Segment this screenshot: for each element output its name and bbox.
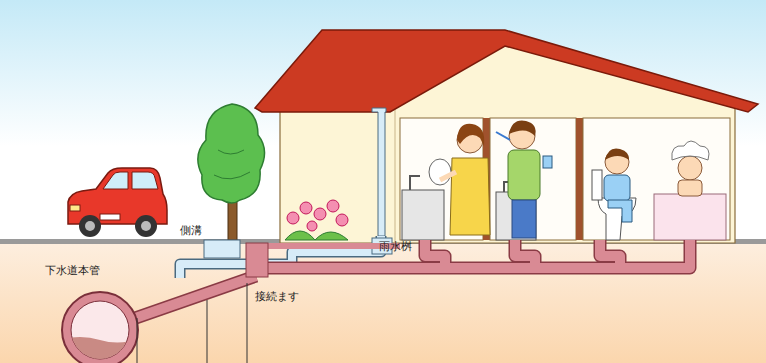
hair — [457, 124, 484, 146]
room — [490, 118, 576, 240]
house — [255, 30, 758, 243]
apron — [450, 158, 490, 235]
tree-canopy — [198, 104, 265, 203]
flower — [300, 202, 312, 214]
flower — [336, 214, 348, 226]
flower — [314, 208, 326, 220]
downspout — [372, 108, 386, 236]
room-divider — [576, 118, 583, 240]
part-label: 下水道本管 — [45, 264, 100, 277]
kitchen-sink — [402, 190, 444, 240]
part-label: 側溝 — [180, 224, 202, 237]
roof — [255, 30, 758, 112]
car-hub — [85, 221, 95, 231]
car-wheel — [79, 215, 101, 237]
leaves — [285, 231, 348, 240]
tree-detail — [214, 150, 250, 179]
flowers — [285, 200, 348, 240]
leader-line — [137, 318, 138, 363]
head — [678, 156, 702, 180]
connection-box — [246, 243, 268, 277]
arm — [440, 172, 456, 180]
shirt — [508, 150, 540, 200]
toilet-tank — [592, 170, 602, 200]
sewage — [60, 337, 140, 363]
sewage-pipes — [60, 240, 690, 363]
faucet — [410, 176, 420, 190]
shirt — [604, 175, 630, 201]
car-light — [70, 205, 80, 211]
house-corner — [395, 108, 396, 243]
flower — [287, 212, 299, 224]
cup — [543, 156, 552, 168]
toilet — [598, 198, 636, 240]
room — [583, 118, 730, 240]
car-window — [103, 172, 128, 189]
sewage-pipe-outline — [124, 240, 690, 322]
people — [429, 121, 709, 238]
shampoo-foam — [672, 141, 709, 160]
legs — [608, 200, 632, 222]
flower — [307, 221, 317, 231]
hair — [509, 121, 536, 136]
car-wheel — [135, 215, 157, 237]
toothbrush — [496, 132, 510, 140]
leader-line — [247, 283, 248, 363]
body — [678, 180, 702, 196]
sky — [0, 0, 766, 244]
car-window — [132, 172, 158, 189]
part-label: 接続ます — [255, 290, 299, 303]
bathtub — [654, 194, 726, 240]
part-label: 雨水桝 — [379, 240, 412, 253]
leader-line — [207, 300, 208, 363]
pants — [512, 200, 536, 238]
leader-lines — [137, 283, 247, 363]
license-plate — [100, 214, 120, 220]
car-body — [68, 168, 167, 224]
hair — [605, 148, 629, 160]
car-hub — [141, 221, 151, 231]
car — [68, 168, 167, 237]
sewage-pipe — [124, 240, 690, 322]
flower — [327, 200, 339, 212]
gutter-box — [204, 240, 240, 258]
tree — [198, 104, 265, 240]
dish — [429, 159, 451, 185]
